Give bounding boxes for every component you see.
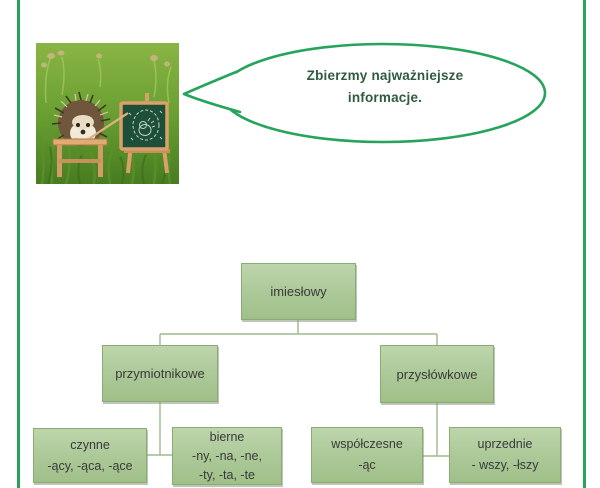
speech-bubble-tail [182, 70, 242, 114]
node-przymiotnikowe: przymiotnikowe [102, 345, 218, 402]
node-czynne: czynne -ący, -ąca, -ące [33, 428, 147, 483]
node-suffixes: -ący, -ąca, -ące [47, 458, 133, 473]
node-title: czynne [70, 437, 110, 452]
node-title: uprzednie [477, 437, 533, 451]
hedgehog-figure [51, 91, 129, 146]
speech-bubble [182, 42, 547, 144]
node-wspolczesne: współczesne -ąc [311, 427, 423, 483]
chalkboard-easel [119, 93, 170, 174]
speech-line-2: informacje. [347, 90, 423, 105]
node-label: przysłówkowe [396, 366, 478, 382]
node-suffixes: - wszy, -łszy [471, 458, 539, 472]
speech-line-1: Zbierzmy najważniejsze [306, 68, 464, 83]
node-label: imiesłowy [270, 284, 327, 299]
node-uprzednie: uprzednie - wszy, -łszy [449, 427, 561, 483]
node-title: współczesne [331, 437, 403, 451]
node-suffixes-line1: -ny, -na, -ne, [192, 448, 262, 463]
hedgehog-photo [36, 43, 179, 184]
wooden-desk [52, 138, 108, 177]
node-suffixes-line2: -ty, -ta, -te [198, 467, 256, 482]
node-label: przymiotnikowe [115, 366, 205, 381]
page-border-right [583, 0, 586, 488]
node-przyslowkowe: przysłówkowe [380, 345, 494, 403]
pointer-stick [89, 112, 129, 139]
node-bierne: bierne -ny, -na, -ne, -ty, -ta, -te [172, 427, 282, 485]
page-border-left [17, 0, 20, 488]
node-imieslowy: imiesłowy [241, 263, 356, 320]
seed-heads [41, 50, 170, 68]
node-title: bierne [209, 429, 245, 444]
speech-bubble-text: Zbierzmy najważniejsze informacje. [253, 65, 517, 109]
node-suffixes: -ąc [358, 458, 376, 472]
chalk-drawing [128, 109, 163, 141]
